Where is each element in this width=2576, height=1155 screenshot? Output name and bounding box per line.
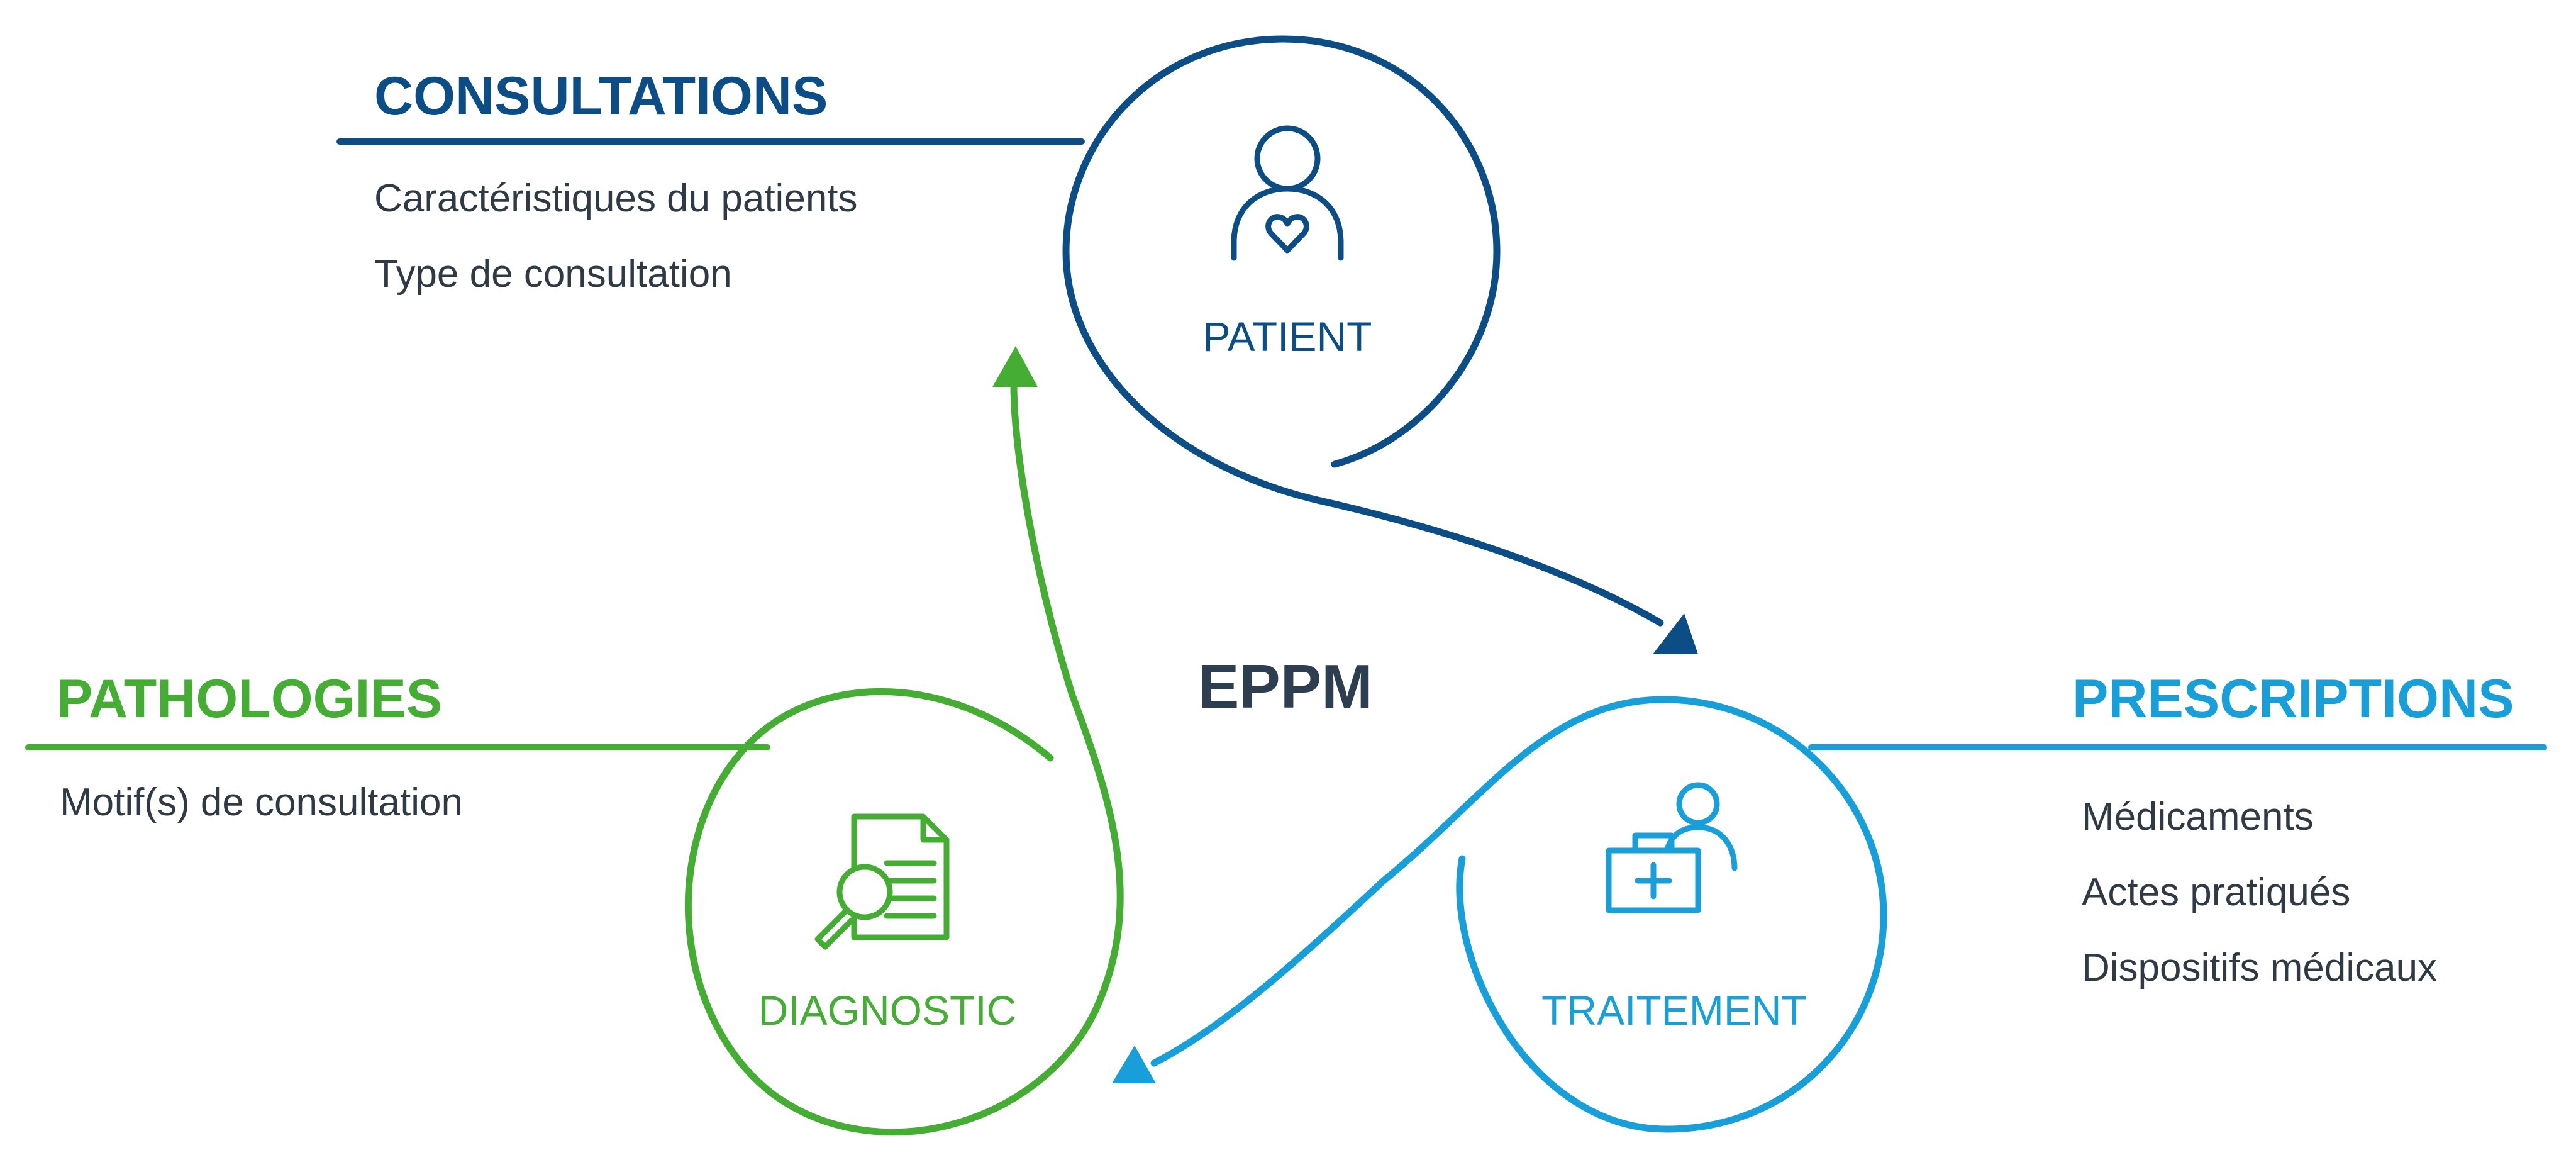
arrow-to-diagnostic xyxy=(1112,1046,1156,1083)
consultations-title: CONSULTATIONS xyxy=(374,66,828,126)
medical-kit-person-icon xyxy=(1606,782,1738,913)
arrow-to-patient xyxy=(992,346,1038,387)
pathologies-item: Motif(s) de consultation xyxy=(60,781,463,824)
diagnostic-label: DIAGNOSTIC xyxy=(758,987,1017,1034)
patient-heart-icon xyxy=(1231,125,1344,261)
prescriptions-item: Dispositifs médicaux xyxy=(2082,946,2438,990)
diagnostic-loop xyxy=(684,374,1124,1136)
patient-label: PATIENT xyxy=(1202,313,1372,360)
prescriptions-title: PRESCRIPTIONS xyxy=(2072,669,2514,729)
prescriptions-item: Actes pratiqués xyxy=(2082,871,2351,914)
traitement-label: TRAITEMENT xyxy=(1541,987,1807,1034)
consultations-item: Caractéristiques du patients xyxy=(374,177,858,220)
arrow-to-traitement xyxy=(1653,613,1698,654)
prescriptions-item: Médicaments xyxy=(2082,795,2314,839)
traitement-loop xyxy=(1150,696,1887,1133)
center-label: EPPM xyxy=(1198,652,1373,721)
document-magnifier-icon xyxy=(814,813,950,950)
pathologies-title: PATHOLOGIES xyxy=(57,669,443,729)
patient-loop xyxy=(1062,35,1664,627)
consultations-item: Type de consultation xyxy=(374,252,732,296)
